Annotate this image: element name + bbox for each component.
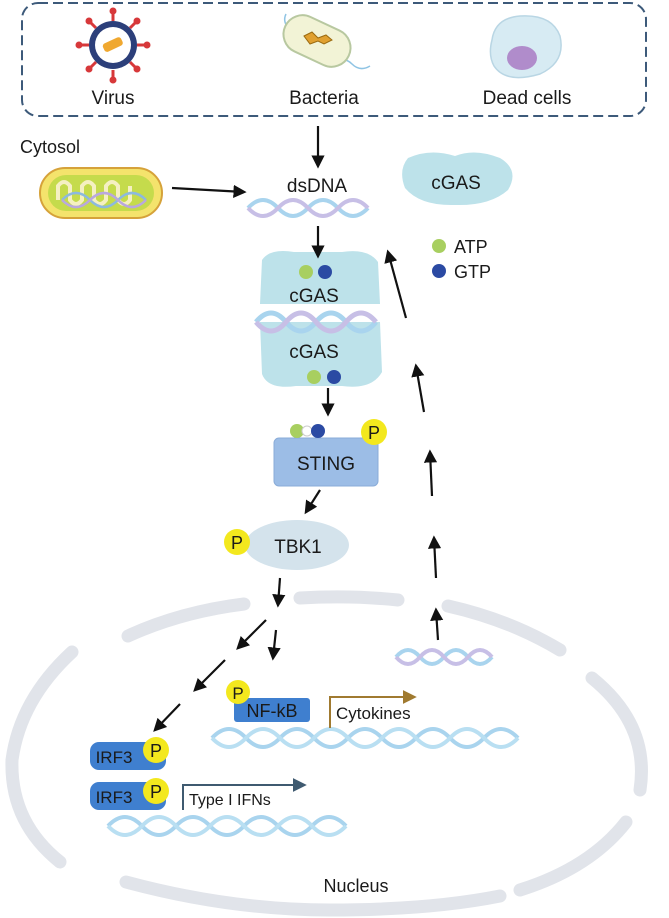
irf3-bottom-label: IRF3	[96, 788, 133, 807]
gtp-legend-marker	[432, 264, 446, 278]
cgamp-atp-moiety	[290, 424, 304, 438]
type1-ifn-label: Type I IFNs	[189, 792, 271, 809]
nucleus-membrane	[5, 590, 648, 917]
legend: ATP GTP	[432, 237, 491, 282]
cytosolic-dsdna	[246, 198, 370, 218]
sting-phospho-badge	[361, 419, 387, 445]
arrow-to-irf3-3	[153, 703, 181, 732]
gtp-molecule	[327, 370, 341, 384]
cgas-bottom-label: cGAS	[289, 342, 339, 363]
ifn-transcription-arrow	[182, 778, 307, 810]
gtp-molecule	[318, 265, 332, 279]
sting-label: STING	[297, 454, 355, 475]
cytokines-label: Cytokines	[336, 704, 411, 723]
cgas-dna-complex	[254, 251, 382, 387]
irf3-bottom-phospho-badge	[143, 778, 169, 804]
irf3-top-phospho-badge	[143, 737, 169, 763]
arrow-to-irf3-1	[236, 619, 267, 650]
cytosol-label: Cytosol	[20, 137, 80, 157]
pathogen-source-box	[21, 2, 647, 117]
cgas-top-label: cGAS	[289, 286, 339, 307]
arrow-nucdna-up-4	[411, 363, 426, 413]
nuclear-dna-fragment	[394, 648, 494, 666]
arrow-mito-to-dsdna	[171, 184, 247, 199]
dead-cell-icon	[489, 15, 562, 79]
pathway-arrows	[153, 126, 444, 732]
nfkb-label: NF-kB	[247, 701, 298, 721]
arrow-to-nfkb	[267, 629, 281, 661]
cytokines-transcription-arrow	[329, 690, 417, 728]
atp-molecule	[299, 265, 313, 279]
arrow-tbk1-down	[272, 577, 286, 608]
bacteria-icon	[282, 13, 371, 70]
virus-label: Virus	[92, 88, 135, 109]
tbk1-phospho-badge	[224, 529, 250, 555]
irf3-top-label: IRF3	[96, 748, 133, 767]
atp-legend-marker	[432, 239, 446, 253]
arrow-sting-to-tbk1	[304, 489, 321, 515]
irf3-bottom-phospho-label: P	[150, 782, 162, 802]
irf3-top-phospho-label: P	[150, 741, 162, 761]
nfkb-phospho-label: P	[232, 684, 243, 703]
atp-legend-label: ATP	[454, 237, 488, 257]
nfkb-phospho-badge	[226, 680, 250, 704]
atp-molecule	[307, 370, 321, 384]
cgamp-link	[301, 425, 313, 437]
bacteria-label: Bacteria	[289, 88, 359, 109]
tbk1-protein	[245, 520, 349, 570]
tbk1-phospho-label: P	[231, 533, 243, 553]
free-cgas-protein	[402, 152, 513, 206]
arrow-nucdna-up-1	[430, 607, 444, 641]
free-cgas-label: cGAS	[431, 173, 481, 194]
dsdna-label: dsDNA	[287, 176, 348, 197]
nucleus-label: Nucleus	[323, 876, 388, 896]
cgamp-gtp-moiety	[311, 424, 325, 438]
ifn-gene-dna	[106, 815, 348, 837]
arrow-to-irf3-2	[193, 659, 226, 692]
arrow-nucdna-up-5	[384, 249, 408, 319]
mitochondrion-icon	[39, 167, 163, 219]
sting-protein	[273, 437, 379, 487]
nfkb-protein	[234, 698, 310, 722]
gtp-legend-label: GTP	[454, 262, 491, 282]
dead-cells-label: Dead cells	[483, 88, 572, 109]
arrow-nucdna-up-2	[427, 535, 442, 579]
cytokine-gene-dna	[210, 727, 520, 749]
sting-phospho-label: P	[368, 423, 380, 443]
tbk1-label: TBK1	[274, 537, 322, 558]
virus-icon	[75, 7, 151, 84]
arrow-nucdna-up-3	[423, 449, 438, 497]
